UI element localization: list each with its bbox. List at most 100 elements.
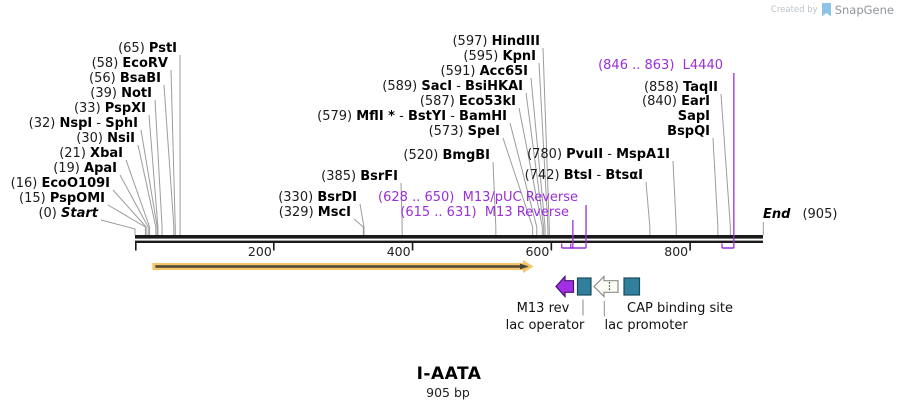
site-label[interactable]: (56) BsaBI	[89, 72, 161, 86]
site-label[interactable]: (19) ApaI	[53, 162, 117, 176]
site-label[interactable]: (33) PspXI	[74, 102, 146, 116]
site-position: (32)	[28, 116, 60, 131]
site-position: (589)	[382, 79, 422, 94]
site-label[interactable]: (587) Eco53kI	[420, 95, 516, 109]
site-label[interactable]: (595) KpnI	[463, 50, 536, 64]
site-name: BmgBI	[442, 148, 490, 163]
primer-label[interactable]: (846 .. 863) L4440	[598, 59, 723, 73]
start-position: (0)	[38, 206, 62, 221]
site-name: MscI	[317, 205, 351, 220]
site-position: (595)	[463, 49, 503, 64]
site-label[interactable]: (330) BsrDI	[278, 191, 357, 205]
site-leader-line	[148, 114, 159, 235]
feature-label-m13-rev[interactable]: M13 rev	[516, 301, 570, 316]
site-label[interactable]: (21) XbaI	[59, 147, 123, 161]
site-name: BtsI	[563, 168, 593, 183]
site-leader-line	[645, 181, 651, 235]
site-leader-line	[720, 93, 731, 235]
site-label[interactable]: (16) EcoO109I	[11, 177, 110, 191]
site-label[interactable]: (385) BsrFI	[321, 170, 398, 184]
snapgene-ribbon-icon	[821, 3, 831, 17]
site-position: (858)	[643, 80, 684, 95]
site-label[interactable]: (39) NotI	[90, 87, 152, 101]
site-label[interactable]: (858) TaqII	[644, 81, 718, 95]
site-leader-line	[107, 204, 146, 235]
site-position: (33)	[73, 101, 105, 116]
site-label[interactable]: (15) PspOMI	[19, 192, 105, 206]
site-leader-line	[125, 159, 151, 235]
primer-range: (628 .. 650)	[378, 190, 463, 205]
ruler-top-bar	[135, 235, 763, 239]
site-leader-line	[359, 203, 365, 235]
site-position: (573)	[428, 124, 468, 139]
lac-operator-box[interactable]	[576, 277, 592, 296]
primer-label[interactable]: (615 .. 631) M13 Reverse	[400, 206, 569, 220]
site-label[interactable]: (520) BmgBI	[403, 149, 490, 163]
site-label[interactable]: (573) SpeI	[429, 125, 500, 139]
ruler-tick-label: 800	[664, 244, 689, 259]
site-position: (742)	[524, 168, 564, 183]
feature-label-lac-operator[interactable]: lac operator	[505, 317, 585, 333]
site-position: (579)	[317, 109, 357, 124]
separator: -	[603, 147, 617, 162]
site-label[interactable]: BspQI	[667, 125, 710, 139]
site-position: (591)	[440, 64, 480, 79]
site-name: SacI	[421, 79, 453, 94]
site-position: (39)	[90, 86, 122, 101]
site-position: (56)	[89, 71, 120, 86]
site-name: MflI *	[356, 109, 395, 124]
site-leader-line	[712, 137, 719, 235]
lac-promoter-arrow[interactable]	[593, 275, 619, 298]
separator: -	[394, 109, 408, 124]
primer-label[interactable]: (628 .. 650) M13/pUC Reverse	[378, 191, 578, 205]
site-name: NspI	[59, 116, 93, 131]
start-text: Start	[61, 206, 98, 221]
site-name: BsrDI	[317, 190, 357, 205]
site-leader-line	[538, 62, 549, 235]
site-position: (329)	[278, 205, 318, 220]
feature-label-cap-binding-site[interactable]: CAP binding site	[627, 301, 734, 316]
site-label[interactable]: (58) EcoRV	[92, 57, 168, 71]
site-name: XbaI	[90, 146, 123, 161]
plasmid-length: 905 bp	[426, 385, 470, 400]
logo-brand-text: SnapGene	[834, 3, 894, 17]
site-name: Eco53kI	[458, 94, 516, 109]
site-label[interactable]: (780) PvuII - MspA1I	[527, 148, 670, 162]
site-label[interactable]: SapI	[678, 110, 710, 124]
site-label[interactable]: (32) NspI - SphI	[29, 117, 138, 131]
site-name: BsiHKAI	[465, 79, 523, 94]
site-leader-line	[525, 92, 545, 235]
separator: -	[446, 109, 460, 124]
site-label[interactable]: (840) EarI	[642, 95, 710, 109]
site-name: NsiI	[107, 131, 135, 146]
site-position: (65)	[118, 41, 149, 56]
feature-label-lac-promoter[interactable]: lac promoter	[604, 317, 688, 333]
m13-rev-arrow[interactable]	[555, 274, 575, 299]
site-name: SphI	[105, 116, 138, 131]
end-text: End	[763, 207, 791, 222]
cap-binding-site-box[interactable]	[623, 277, 641, 296]
site-position: (587)	[419, 94, 459, 109]
separator: -	[92, 116, 106, 131]
site-label[interactable]: (589) SacI - BsiHKAI	[382, 80, 523, 94]
separator: -	[592, 168, 606, 183]
site-name: Acc65I	[479, 64, 528, 79]
site-leader-line	[170, 69, 176, 235]
site-name: SapI	[677, 109, 710, 124]
primer-name: M13/pUC Reverse	[462, 190, 578, 205]
site-label[interactable]: (742) BtsI - BtsαI	[525, 169, 643, 183]
site-label[interactable]: (30) NsiI	[76, 132, 135, 146]
site-leader-line	[353, 218, 364, 235]
site-label[interactable]: (591) Acc65I	[441, 65, 529, 79]
ruler-tick-label: 200	[247, 244, 272, 259]
site-name: BtsαI	[605, 168, 643, 183]
site-label[interactable]: (579) MflI * - BstYI - BamHI	[317, 110, 507, 124]
site-leader-line	[154, 99, 163, 235]
site-label[interactable]: (65) PstI	[118, 42, 177, 56]
site-label[interactable]: (329) MscI	[279, 206, 351, 220]
site-name: PstI	[148, 41, 177, 56]
site-name: EcoRV	[122, 56, 168, 71]
sequence-start-label: (0) Start	[38, 207, 98, 221]
site-name: BspQI	[667, 124, 710, 139]
site-label[interactable]: (597) HindIII	[452, 35, 540, 49]
